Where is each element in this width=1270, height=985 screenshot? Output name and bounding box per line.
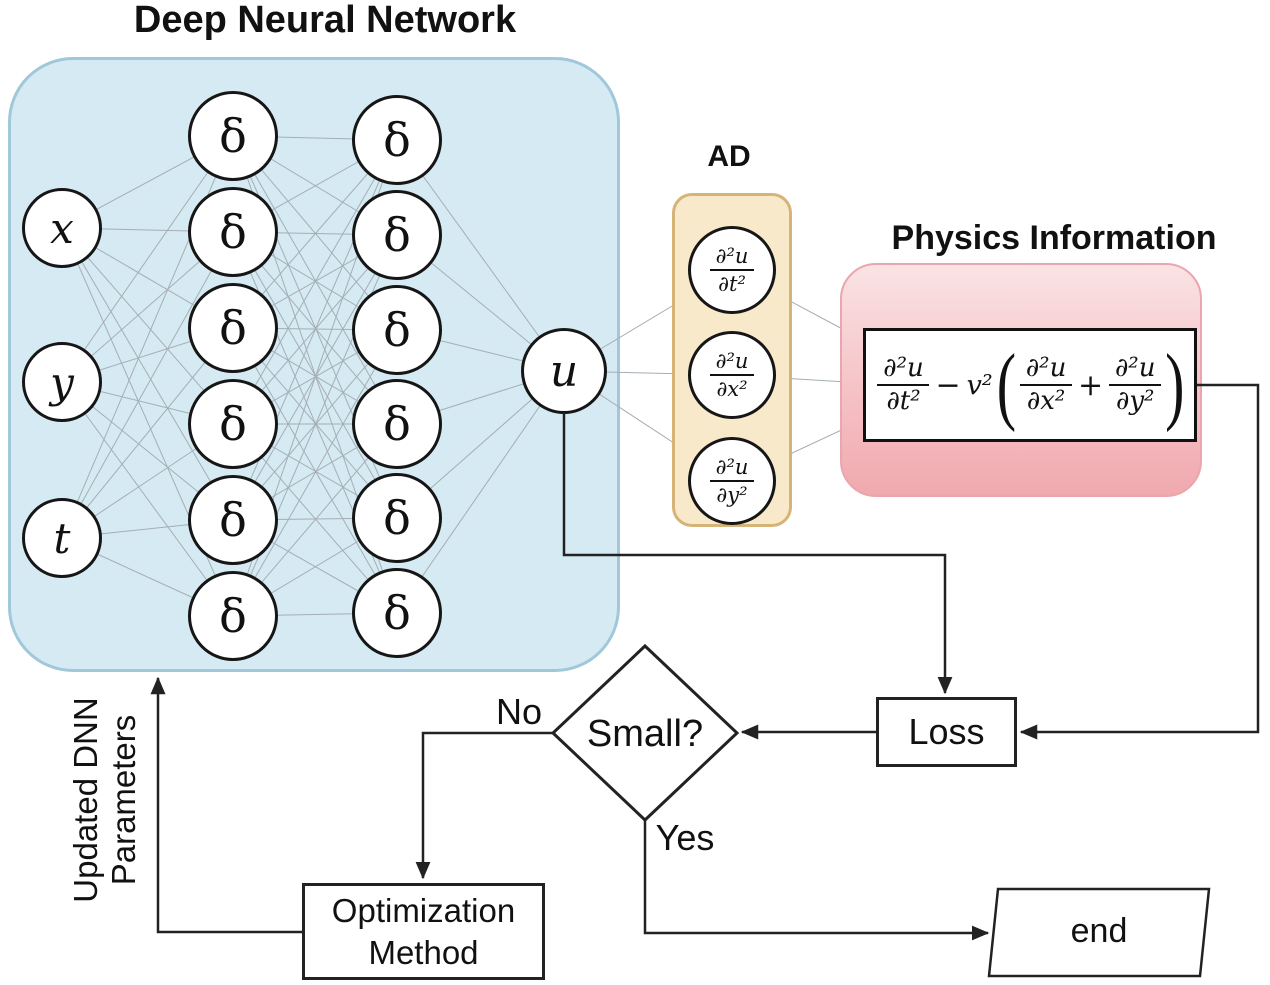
input-node-y: y (22, 342, 102, 422)
fraction-bar (710, 269, 754, 271)
optimization-box: Optimization Method (302, 883, 545, 980)
dnn-title: Deep Neural Network (133, 0, 517, 41)
fraction-bar (710, 480, 754, 482)
equation-box: ∂²u∂t² − v² ( ∂²u∂x² + ∂²u∂y² ) (863, 328, 1197, 442)
ad-node-d2u-dx2: ∂²u ∂x² (688, 331, 776, 419)
hidden-node: δ (188, 571, 278, 661)
wave-speed-coefficient: v² (966, 369, 993, 401)
optimization-label-line1: Optimization (331, 892, 516, 930)
right-paren: ) (1165, 335, 1185, 433)
input-node-x: x (22, 188, 102, 268)
fraction-bar (710, 374, 754, 376)
fraction-bar (877, 384, 930, 386)
hidden-node: δ (188, 379, 278, 469)
hidden-node: δ (352, 473, 442, 563)
loss-label: Loss (908, 711, 985, 752)
arrow-feedback-to-dnn (150, 676, 302, 934)
frac-numerator: ∂²u (883, 352, 924, 383)
frac-denominator: ∂y² (716, 483, 748, 507)
frac-denominator: ∂x² (716, 377, 748, 401)
frac-numerator: ∂²u (715, 348, 749, 373)
frac-denominator: ∂x² (1026, 386, 1066, 416)
loss-box: Loss (876, 697, 1017, 767)
input-node-t: t (22, 498, 102, 578)
frac-numerator: ∂²u (715, 454, 749, 479)
hidden-node: δ (188, 475, 278, 565)
hidden-node: δ (352, 568, 442, 658)
optimization-label-line2: Method (368, 933, 479, 971)
frac-denominator: ∂t² (886, 386, 921, 416)
ad-title: AD (707, 140, 751, 173)
minus-sign: − (935, 367, 961, 403)
output-node-u: u (521, 328, 607, 414)
decision-label: Small? (586, 713, 704, 755)
hidden-node: δ (352, 95, 442, 185)
frac-numerator: ∂²u (715, 243, 749, 268)
hidden-node: δ (188, 91, 278, 181)
left-paren: ( (996, 335, 1017, 433)
no-branch-label: No (495, 691, 543, 732)
feedback-label: Updated DNN Parameters (67, 670, 143, 930)
ad-node-d2u-dy2: ∂²u ∂y² (688, 437, 776, 525)
hidden-node: δ (188, 187, 278, 277)
plus-sign: + (1078, 367, 1104, 403)
frac-numerator: ∂²u (1114, 352, 1156, 383)
frac-denominator: ∂t² (718, 272, 746, 296)
ad-node-d2u-dt2: ∂²u ∂t² (688, 226, 776, 314)
arrow-no-to-optimization (415, 731, 553, 880)
frac-numerator: ∂²u (1025, 352, 1067, 383)
yes-branch-label: Yes (655, 817, 715, 858)
end-label: end (1070, 912, 1128, 950)
frac-denominator: ∂y² (1115, 386, 1155, 416)
physics-title: Physics Information (891, 219, 1217, 257)
feedback-label-line1: Updated DNN (67, 697, 104, 903)
hidden-node: δ (352, 190, 442, 280)
feedback-label-line2: Parameters (105, 714, 142, 886)
hidden-node: δ (352, 285, 442, 375)
hidden-node: δ (352, 379, 442, 469)
hidden-node: δ (188, 283, 278, 373)
